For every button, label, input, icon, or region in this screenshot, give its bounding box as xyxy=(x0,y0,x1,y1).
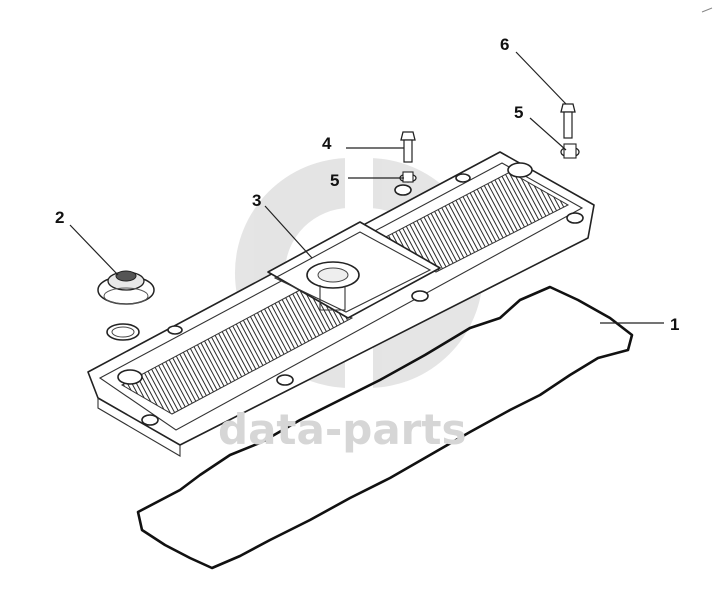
callout-2: 2 xyxy=(55,208,64,227)
callout-6: 6 xyxy=(500,35,509,54)
leader-2 xyxy=(69,224,119,276)
washer-right xyxy=(560,143,580,159)
o-ring xyxy=(106,323,140,341)
leader-3 xyxy=(264,205,313,259)
valve-cover-gasket xyxy=(136,285,634,570)
callout-5b: 5 xyxy=(514,103,523,122)
oil-filler-cap xyxy=(97,270,155,305)
callout-5a: 5 xyxy=(330,171,339,190)
bolt-right xyxy=(560,103,576,139)
callout-1: 1 xyxy=(670,315,679,334)
corner-mark xyxy=(701,7,713,13)
callout-3: 3 xyxy=(252,191,261,210)
leader-6 xyxy=(515,51,567,105)
callout-4: 4 xyxy=(322,134,332,153)
bolt-center xyxy=(400,131,416,163)
valve-cover xyxy=(87,151,595,457)
leader-5b xyxy=(529,117,567,151)
watermark-text: data-parts xyxy=(218,405,466,454)
washer-center xyxy=(399,171,417,183)
ribbed-panel-left xyxy=(120,289,354,415)
